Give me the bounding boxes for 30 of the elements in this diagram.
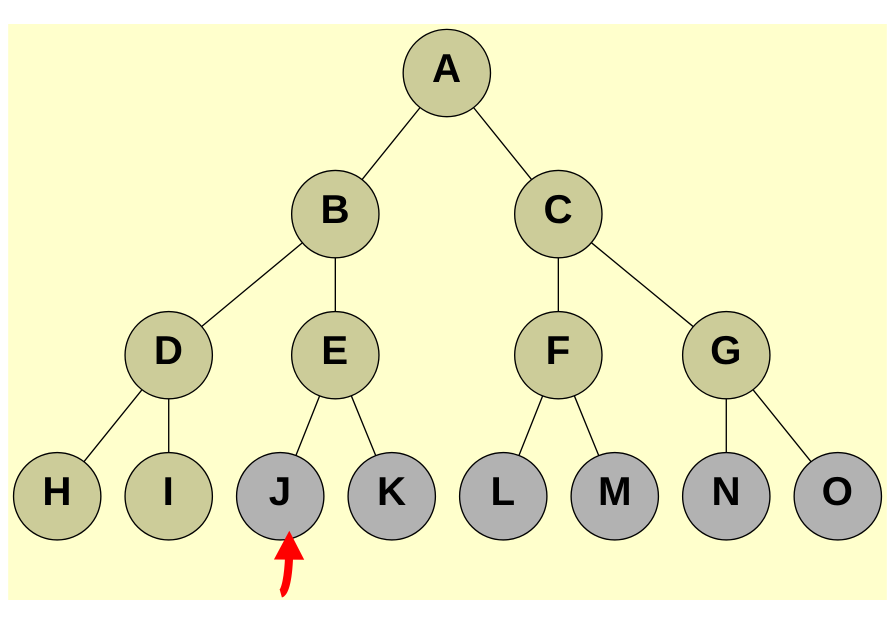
connector: [752, 389, 812, 462]
node-circle: O: [793, 451, 882, 540]
node-circle: K: [347, 451, 436, 540]
node-circle: H: [12, 451, 102, 540]
connector: [574, 395, 600, 456]
node-circle: C: [514, 169, 603, 258]
connector: [558, 258, 560, 311]
node-circle: L: [458, 451, 548, 540]
connector: [83, 389, 142, 462]
node-circle: J: [236, 451, 325, 540]
connector: [168, 398, 170, 452]
arrow: [274, 530, 304, 597]
node-circle: B: [290, 169, 380, 258]
connector: [518, 395, 544, 455]
connector: [295, 395, 320, 455]
connector: [726, 398, 727, 452]
connector: [591, 242, 694, 327]
node-circle: I: [124, 451, 214, 540]
node-circle: F: [514, 310, 603, 400]
node-circle: M: [570, 451, 660, 540]
connector: [334, 258, 336, 311]
connector: [362, 106, 420, 180]
node-circle: E: [290, 310, 380, 400]
node-circle: D: [124, 310, 214, 400]
node-circle: G: [682, 310, 771, 400]
connector: [202, 242, 302, 326]
node-circle: N: [682, 451, 771, 540]
node-circle: A: [402, 28, 492, 117]
connector: [350, 395, 376, 456]
connector: [473, 106, 532, 180]
